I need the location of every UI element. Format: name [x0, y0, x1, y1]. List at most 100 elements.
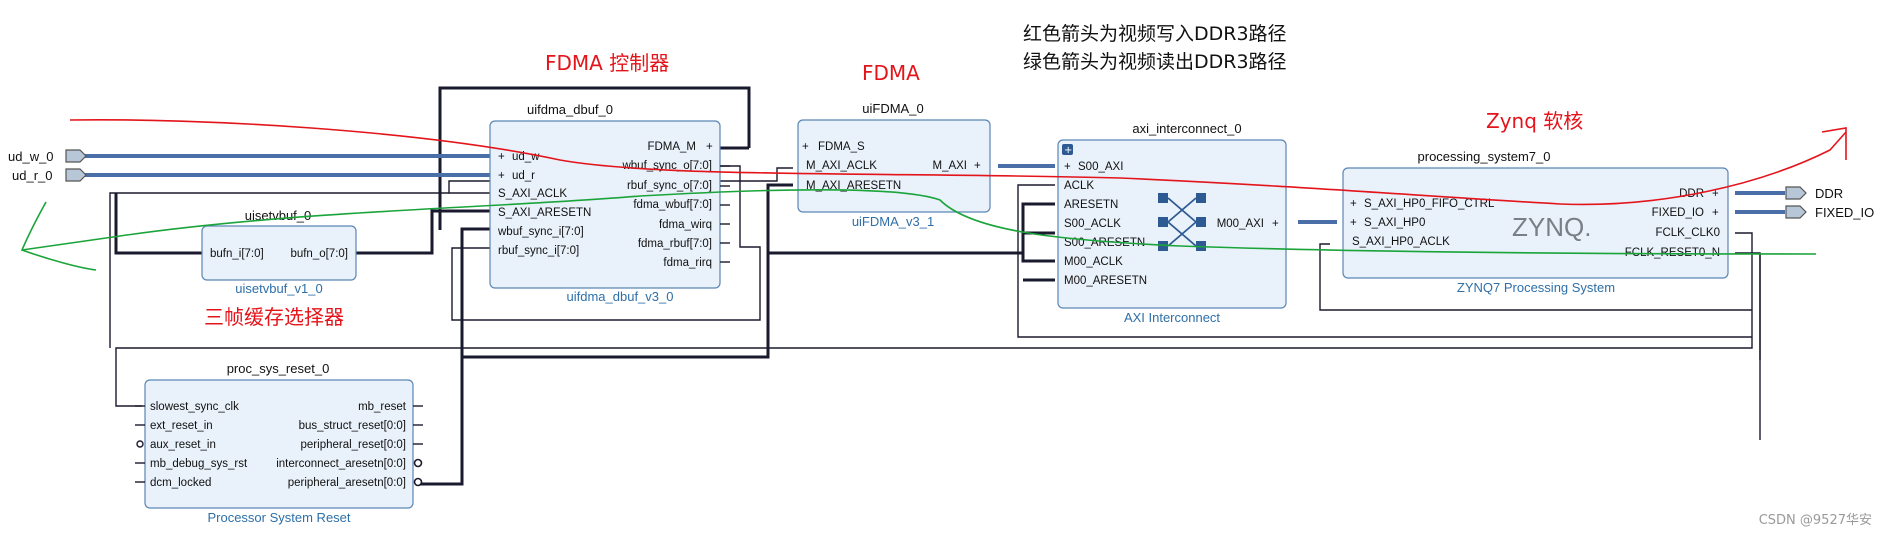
ext-label-ddr: DDR	[1815, 186, 1843, 201]
plus-icon: +	[1350, 217, 1357, 229]
port-slowest-sync-clk[interactable]: slowest_sync_clk	[150, 401, 239, 413]
port-s-axi-aclk[interactable]: S_AXI_ACLK	[498, 188, 567, 200]
port-fdma-wirq[interactable]: fdma_wirq	[659, 219, 712, 231]
port-s00-aclk[interactable]: S00_ACLK	[1064, 218, 1121, 230]
uifdma-ip-title: uiFDMA_0	[862, 101, 923, 116]
note-fdma: FDMA	[862, 61, 920, 85]
port-bufn-o[interactable]: bufn_o[7:0]	[290, 248, 348, 260]
port-fclk-clk0[interactable]: FCLK_CLK0	[1655, 227, 1720, 239]
expand-icon[interactable]	[1062, 144, 1073, 155]
port-m-axi[interactable]: M_AXI	[932, 160, 967, 172]
port-m-axi-aresetn[interactable]: M_AXI_ARESETN	[806, 180, 901, 192]
note-fdma-controller: FDMA 控制器	[545, 51, 669, 75]
port-interconnect-aresetn[interactable]: interconnect_aresetn[0:0]	[276, 458, 406, 470]
reset-pins	[135, 405, 423, 487]
port-fdma-wbuf[interactable]: fdma_wbuf[7:0]	[633, 199, 712, 211]
external-input-w[interactable]: ud_w_0	[8, 149, 87, 164]
port-aux-reset-in[interactable]: aux_reset_in	[150, 439, 216, 451]
ps7-subtitle: ZYNQ7 Processing System	[1457, 280, 1615, 295]
external-input-r[interactable]: ud_r_0	[12, 168, 87, 183]
rbuf-sync-wire	[451, 165, 761, 321]
port-s-axi-hp0-aclk[interactable]: S_AXI_HP0_ACLK	[1352, 236, 1450, 248]
expand-plus-icon: +	[1064, 145, 1072, 156]
port-wbuf-sync-i[interactable]: wbuf_sync_i[7:0]	[497, 226, 584, 238]
reset-subtitle: Processor System Reset	[207, 510, 350, 525]
external-output-fixed-io[interactable]: FIXED_IO	[1785, 205, 1874, 220]
port-aclk[interactable]: ACLK	[1064, 180, 1094, 192]
aresetn-to-uifdma	[460, 227, 494, 357]
fdma-ctrl-frame-wire	[438, 86, 751, 230]
read-path-arrowhead	[20, 201, 97, 271]
read-path-arrow	[21, 188, 1817, 255]
note-read-path: 绿色箭头为视频读出DDR3路径	[1023, 51, 1287, 73]
external-output-ddr[interactable]: DDR	[1785, 186, 1843, 201]
port-mb-reset[interactable]: mb_reset	[358, 401, 407, 413]
port-peripheral-reset[interactable]: peripheral_reset[0:0]	[301, 439, 406, 451]
port-rbuf-sync-i[interactable]: rbuf_sync_i[7:0]	[498, 245, 579, 257]
plus-icon: +	[1064, 161, 1071, 173]
plus-icon: +	[498, 151, 505, 163]
port-m-axi-aclk[interactable]: M_AXI_ACLK	[806, 160, 877, 172]
port-bus-struct-reset[interactable]: bus_struct_reset[0:0]	[299, 420, 406, 432]
fclk-reset-wire	[1735, 252, 1761, 360]
port-fixed-io[interactable]: FIXED_IO	[1652, 207, 1704, 219]
ext-label-fixed-io: FIXED_IO	[1815, 205, 1874, 220]
port-ext-reset-in[interactable]: ext_reset_in	[150, 420, 213, 432]
port-bufn-i[interactable]: bufn_i[7:0]	[210, 248, 264, 260]
port-mb-debug-sys-rst[interactable]: mb_debug_sys_rst	[150, 458, 248, 470]
uisetvbuf-subtitle: uisetvbuf_v1_0	[235, 281, 322, 296]
port-fdma-s[interactable]: FDMA_S	[818, 141, 865, 153]
write-path-arrow	[69, 118, 1847, 206]
plus-icon: +	[1712, 188, 1719, 200]
note-zynq-core: Zynq 软核	[1486, 109, 1583, 133]
plus-icon: +	[802, 141, 809, 153]
uifdma-title: uifdma_dbuf_0	[527, 102, 613, 117]
aresetn-to-m00	[1021, 204, 1055, 263]
plus-icon: +	[706, 141, 713, 153]
uifdma-ip-subtitle: uiFDMA_v3_1	[852, 214, 934, 229]
uifdma-subtitle: uifdma_dbuf_v3_0	[567, 289, 674, 304]
clk-net-bottom	[115, 232, 1753, 407]
aresetn-to-uifdma-m	[766, 183, 793, 253]
axi-block[interactable]	[1057, 139, 1287, 309]
port-fdma-rirq[interactable]: fdma_rirq	[663, 257, 712, 269]
plus-icon: +	[1272, 218, 1279, 230]
port-s00-axi[interactable]: S00_AXI	[1078, 161, 1123, 173]
ps7-title: processing_system7_0	[1418, 149, 1551, 164]
port-m00-axi[interactable]: M00_AXI	[1217, 218, 1264, 230]
clk-net-axi	[1017, 184, 1752, 338]
uifdma-ip-block[interactable]	[797, 119, 991, 213]
uifdma-left-ports: ud_w ud_r S_AXI_ACLK S_AXI_ARESETN wbuf_…	[497, 151, 591, 257]
ps7-block[interactable]	[1342, 167, 1729, 279]
port-m00-aclk[interactable]: M00_ACLK	[1064, 256, 1123, 268]
uifdma-pins: + + +	[498, 141, 730, 263]
clk-net-reset	[109, 192, 449, 348]
port-peripheral-aresetn[interactable]: peripheral_aresetn[0:0]	[288, 477, 406, 489]
port-fdma-m[interactable]: FDMA_M	[647, 141, 696, 153]
port-m00-aresetn[interactable]: M00_ARESETN	[1064, 275, 1147, 287]
ext-label-ud-w: ud_w_0	[8, 149, 54, 164]
note-write-path: 红色箭头为视频写入DDR3路径	[1023, 23, 1287, 45]
port-s-axi-aresetn[interactable]: S_AXI_ARESETN	[498, 207, 591, 219]
write-path-arrowhead	[1821, 127, 1847, 160]
port-fdma-rbuf[interactable]: fdma_rbuf[7:0]	[638, 238, 712, 250]
plus-icon: +	[1350, 198, 1357, 210]
port-aresetn[interactable]: ARESETN	[1064, 199, 1118, 211]
axi-subtitle: AXI Interconnect	[1124, 310, 1220, 325]
plus-icon: +	[498, 170, 505, 182]
port-ud-r[interactable]: ud_r	[512, 170, 535, 182]
watermark: CSDN @9527华安	[1759, 513, 1872, 528]
plus-icon: +	[974, 160, 981, 172]
reset-title: proc_sys_reset_0	[227, 361, 330, 376]
clk-net-hp0	[1319, 243, 1752, 311]
port-rbuf-sync-o[interactable]: rbuf_sync_o[7:0]	[627, 180, 712, 192]
zynq-logo: ZYNQ.	[1512, 212, 1591, 242]
plus-icon: +	[1712, 207, 1719, 219]
port-s-axi-hp0-fifo-ctrl[interactable]: S_AXI_HP0_FIFO_CTRL	[1364, 198, 1495, 210]
port-s-axi-hp0[interactable]: S_AXI_HP0	[1364, 217, 1425, 229]
ext-label-ud-r: ud_r_0	[12, 168, 52, 183]
note-triple-buffer: 三帧缓存选择器	[204, 305, 344, 329]
uisetvbuf-block[interactable]	[201, 225, 357, 281]
port-dcm-locked[interactable]: dcm_locked	[150, 477, 211, 489]
